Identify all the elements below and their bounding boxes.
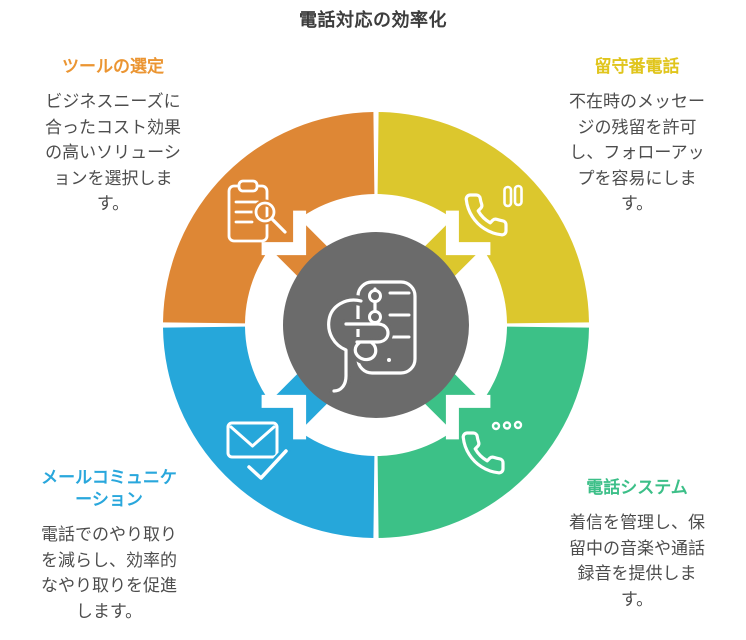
section-phone-system-heading: 電話システム (586, 478, 688, 497)
section-email-communication: メールコミュニケーション 電話でのやり取りを減らし、効率的なやり取りを促進します… (34, 467, 184, 624)
clipboard-search-icon (227, 179, 289, 243)
section-tool-selection-body: ビジネスニーズに合ったコスト効果の高いソリューションを選択します。 (45, 92, 181, 214)
page-title: 電話対応の効率化 (299, 10, 447, 30)
section-voicemail-body: 不在時のメッセージの残留を許可し、フォローアップを容易にします。 (569, 92, 705, 214)
mail-check-icon (226, 421, 291, 483)
section-phone-system-body: 着信を管理し、保留中の音楽や通話録音を提供します。 (569, 513, 705, 609)
arrow-notch-voicemail (445, 210, 491, 256)
arrow-notch-email (261, 394, 307, 440)
section-email-communication-body: 電話でのやり取りを減らし、効率的なやり取りを促進します。 (41, 525, 177, 621)
arrow-notch-phone-system (445, 394, 491, 440)
hand-holding-phone-icon (323, 280, 417, 396)
section-tool-selection: ツールの選定 ビジネスニーズに合ったコスト効果の高いソリューションを選択します。 (38, 56, 188, 217)
section-voicemail: 留守番電話 不在時のメッセージの残留を許可し、フォローアップを容易にします。 (562, 56, 712, 217)
section-tool-selection-heading: ツールの選定 (62, 57, 164, 76)
section-voicemail-heading: 留守番電話 (594, 57, 680, 76)
phone-pause-icon (464, 184, 523, 237)
quadrant-ring-phone-system (377, 326, 589, 538)
phone-dots-icon (461, 420, 523, 475)
section-phone-system: 電話システム 着信を管理し、保留中の音楽や通話録音を提供します。 (562, 477, 712, 612)
arrow-notch-tool-selection (261, 210, 307, 256)
section-email-communication-heading: メールコミュニケーション (41, 468, 177, 510)
